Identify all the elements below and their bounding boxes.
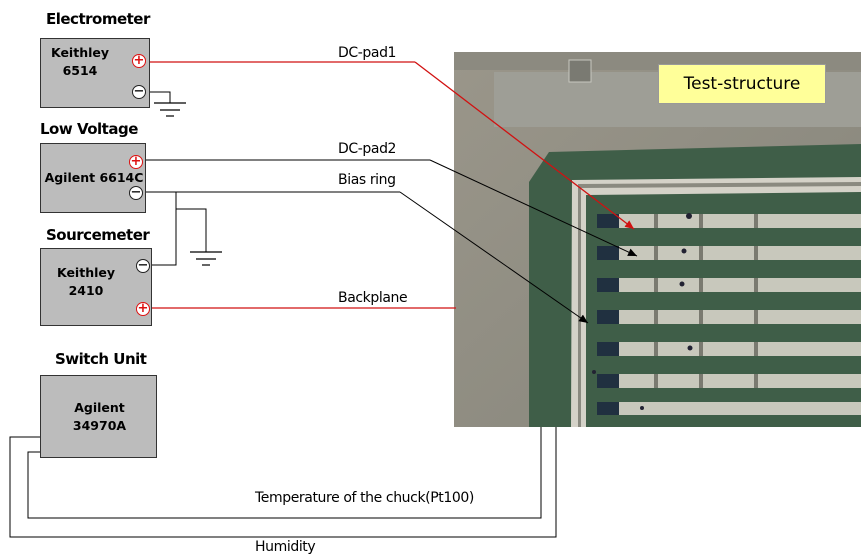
temperature-label: Temperature of the chuck(Pt100) bbox=[255, 490, 474, 506]
electrometer-line1: Keithley bbox=[49, 45, 111, 60]
low-voltage-positive-terminal: + bbox=[129, 155, 143, 169]
low-voltage-heading: Low Voltage bbox=[40, 120, 138, 138]
humidity-label: Humidity bbox=[255, 539, 315, 555]
switch-unit-line2: 34970A bbox=[51, 418, 148, 433]
low-voltage-negative-terminal: − bbox=[129, 186, 143, 200]
sourcemeter-line1: Keithley bbox=[51, 265, 121, 280]
ground-branch bbox=[176, 209, 206, 252]
sourcemeter-line2: 2410 bbox=[51, 283, 121, 298]
switch-unit-line1: Agilent bbox=[51, 400, 148, 415]
electrometer-heading: Electrometer bbox=[46, 10, 150, 28]
dc-pad2-label: DC-pad2 bbox=[338, 141, 396, 157]
low-voltage-line1: Agilent 6614C bbox=[44, 170, 144, 185]
arrow-bias-ring bbox=[400, 192, 588, 323]
low-voltage-box: Agilent 6614C + − bbox=[40, 143, 146, 213]
switch-unit-heading: Switch Unit bbox=[55, 350, 146, 368]
dc-pad1-label: DC-pad1 bbox=[338, 45, 396, 61]
electrometer-line2: 6514 bbox=[49, 63, 111, 78]
electrometer-positive-terminal: + bbox=[132, 54, 146, 68]
sourcemeter-box: Keithley 2410 − + bbox=[40, 248, 152, 326]
sourcemeter-negative-terminal: − bbox=[136, 259, 150, 273]
sourcemeter-heading: Sourcemeter bbox=[46, 226, 149, 244]
ground-link bbox=[152, 192, 176, 265]
sourcemeter-positive-terminal: + bbox=[136, 302, 150, 316]
backplane-label: Backplane bbox=[338, 290, 407, 306]
electrometer-box: Keithley 6514 + − bbox=[40, 38, 150, 108]
electrometer-negative-terminal: − bbox=[132, 85, 146, 99]
bias-ring-label: Bias ring bbox=[338, 172, 396, 188]
switch-unit-box: Agilent 34970A bbox=[40, 375, 157, 458]
